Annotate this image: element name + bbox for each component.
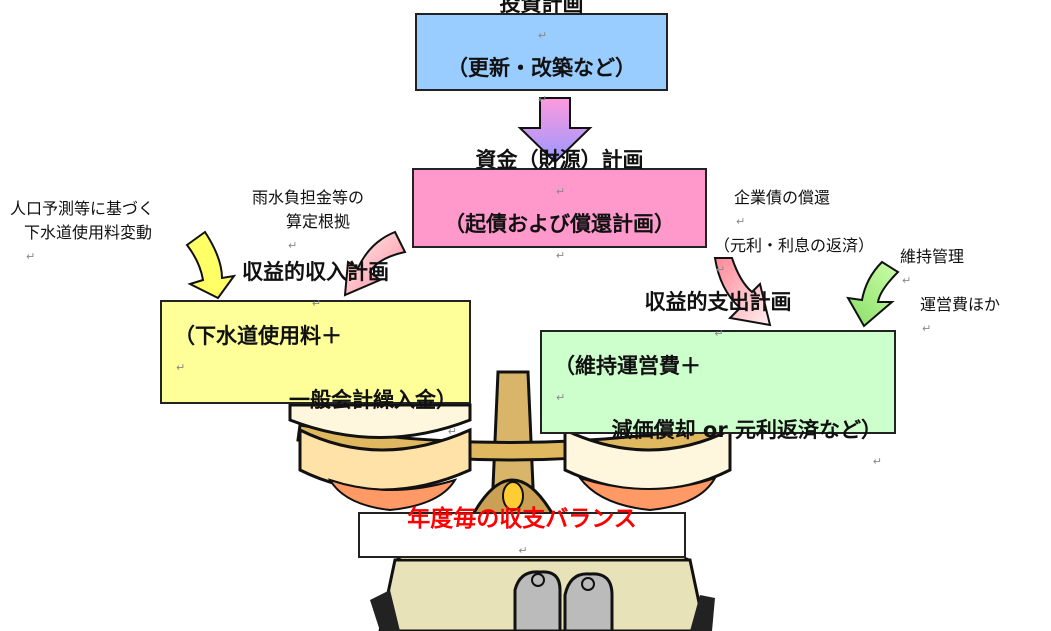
maintenance-note: 維持管理↵ 運営費ほか↵ bbox=[900, 247, 1001, 335]
revenue-plan-detail-1: （下水道使用料＋ bbox=[174, 324, 342, 348]
funding-plan-box: 資金（財源）計画↵ （起債および償還計画）↵ bbox=[412, 148, 707, 262]
revenue-plan-title: 収益的収入計画 bbox=[242, 260, 389, 284]
funding-plan-detail: （起債および償還計画） bbox=[444, 212, 675, 236]
bond-repayment-line2: （元利・利息の返済） bbox=[714, 236, 875, 255]
annual-balance-label: 年度毎の収支バランス bbox=[407, 506, 637, 532]
investment-plan-detail: （更新・改築など） bbox=[447, 56, 636, 80]
right-pan bbox=[563, 427, 732, 512]
rainwater-note-line1: 雨水負担金等の bbox=[252, 188, 365, 207]
revenue-plan-detail-2: 一般会計繰入金） bbox=[289, 388, 457, 412]
rainwater-note: 雨水負担金等の 算定根拠↵ bbox=[252, 188, 365, 252]
weights bbox=[513, 570, 614, 631]
revenue-plan-box: 収益的収入計画↵ （下水道使用料＋↵ 一般会計繰入金）↵ bbox=[160, 260, 471, 438]
maintenance-note-line2: 運営費ほか bbox=[920, 295, 1001, 314]
expense-plan-title: 収益的支出計画 bbox=[644, 290, 792, 314]
down-arrow-icon bbox=[517, 97, 593, 164]
expense-plan-detail-1: （維持運営費＋ bbox=[554, 354, 701, 378]
green-arrow-icon bbox=[846, 260, 900, 328]
left-pan bbox=[288, 403, 472, 512]
bond-repayment-note: 企業債の償還↵ （元利・利息の返済）↵ bbox=[714, 188, 875, 276]
maintenance-note-line1: 維持管理 bbox=[900, 247, 965, 266]
yellow-arrow-icon bbox=[185, 230, 237, 300]
bond-repayment-line1: 企業債の償還 bbox=[734, 188, 831, 207]
pink-arrow-right-icon bbox=[713, 257, 772, 327]
rainwater-note-line2: 算定根拠 bbox=[286, 212, 351, 231]
expense-plan-detail-2: 減価償却 or 元利返済など） bbox=[611, 418, 882, 442]
scale-pillar bbox=[467, 370, 559, 522]
population-note-line2: 下水道使用料変動 bbox=[24, 223, 153, 242]
expense-plan-box: 収益的支出計画↵ （維持運営費＋↵ 減価償却 or 元利返済など）↵ bbox=[540, 290, 896, 468]
investment-plan-box: 投資計画↵ （更新・改築など）↵ bbox=[415, 0, 668, 106]
population-note: 人口予測等に基づく 下水道使用料変動↵ bbox=[10, 199, 155, 263]
population-note-line1: 人口予測等に基づく bbox=[10, 199, 155, 218]
funding-plan-title: 資金（財源）計画 bbox=[475, 148, 644, 172]
investment-plan-title: 投資計画 bbox=[499, 0, 584, 16]
pink-arrow-left-icon bbox=[343, 230, 407, 297]
annual-balance-box: 年度毎の収支バランス↵ bbox=[358, 506, 686, 558]
